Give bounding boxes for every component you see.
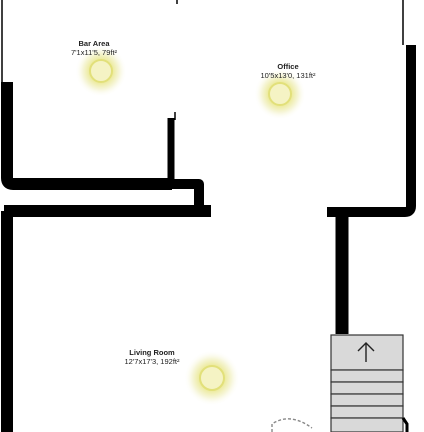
ceiling-light-icon (254, 68, 306, 120)
room-dimensions: 10'5x13'0, 131ft² (260, 71, 316, 80)
door-swing-icon (271, 418, 313, 432)
room-dimensions: 12'7x17'3, 192ft² (124, 357, 180, 366)
stair-landing (330, 334, 404, 371)
wall-bar-left (1, 82, 172, 190)
ceiling-light-icon (184, 350, 240, 406)
wall-corridor-connector (168, 179, 204, 206)
staircase (330, 334, 409, 432)
wall-office-right (327, 45, 416, 217)
ceiling-light-icon (75, 45, 127, 97)
room-label-office[interactable]: Office 10'5x13'0, 131ft² (243, 62, 333, 80)
room-name: Living Room (129, 348, 175, 357)
room-dimensions: 7'1x11'5, 79ft² (70, 48, 118, 57)
room-label-living-room[interactable]: Living Room 12'7x17'3, 192ft² (107, 348, 197, 366)
room-name: Bar Area (78, 39, 110, 48)
room-label-bar-area[interactable]: Bar Area 7'1x11'5, 79ft² (54, 39, 134, 57)
stair-steps (330, 369, 404, 432)
room-name: Office (277, 62, 299, 71)
arrow-up-icon (357, 342, 375, 362)
walls (1, 45, 416, 432)
jambs (1, 0, 404, 120)
stair-corner (401, 417, 409, 432)
